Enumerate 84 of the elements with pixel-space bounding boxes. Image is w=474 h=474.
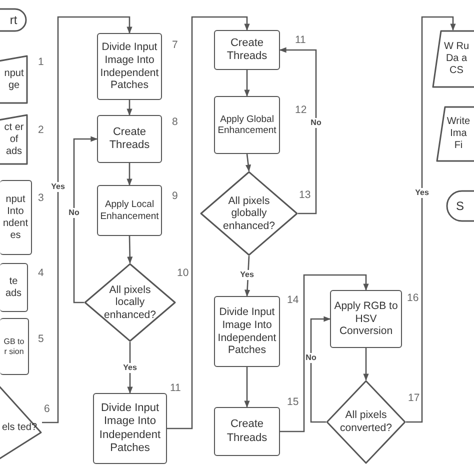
edge-label: Yes: [415, 188, 429, 198]
node-label: All pixels converted?: [339, 409, 393, 435]
step-number: 7: [172, 40, 178, 50]
node-label: els ted?: [2, 422, 38, 434]
node-label: Apply Global Enhancement: [217, 114, 277, 136]
node-label: GB to r sion: [2, 336, 26, 356]
node-label: Divide Input Image Into Independent Patches: [217, 306, 277, 357]
step-number: 4: [38, 268, 44, 278]
flow-arrow: [244, 70, 250, 97]
flow-arrow: [310, 316, 331, 423]
step-number: 14: [287, 295, 299, 306]
process-box: [214, 30, 280, 70]
edge-label: No: [310, 118, 322, 128]
flow-arrow: [280, 274, 369, 432]
process-box: [0, 263, 28, 312]
terminal-box: [446, 190, 474, 222]
step-number: 12: [295, 105, 307, 116]
decision-diamond: [84, 263, 176, 342]
node-label: Create Threads: [226, 418, 268, 445]
process-box: [214, 96, 280, 154]
flow-arrow: [167, 16, 250, 430]
input-output-parallelogram: [432, 30, 474, 88]
step-number: 17: [408, 393, 420, 404]
step-number: 11: [295, 35, 306, 46]
step-number: 9: [172, 191, 178, 202]
node-label: Apply Local Enhancement: [100, 199, 159, 222]
node-label: Create Threads: [226, 36, 268, 64]
flow-arrow: [126, 163, 132, 186]
edge-label: Yes: [240, 270, 254, 280]
node-label: nput Into ndent es: [2, 194, 29, 242]
decision-diamond: [326, 380, 406, 464]
node-label: W Ru Da a CS: [443, 41, 470, 77]
flow-arrow: [73, 136, 98, 304]
flow-arrow: [363, 348, 369, 381]
decision-diamond: [0, 385, 42, 460]
flow-arrow: [406, 16, 456, 423]
node-label: Write Ima Fi: [446, 116, 472, 152]
process-box: [97, 115, 162, 163]
process-box: [330, 290, 402, 348]
input-output-parallelogram: [436, 106, 474, 162]
node-label: Divide Input Image Into Independent Patches: [98, 402, 162, 455]
edge-label: Yes: [123, 363, 137, 373]
process-box: [214, 296, 280, 367]
step-number: 8: [172, 117, 178, 128]
flow-arrow: [244, 367, 250, 408]
process-box: [97, 185, 162, 236]
node-label: Apply RGB to HSV Conversion: [333, 300, 399, 338]
step-number: 3: [38, 193, 44, 204]
flow-arrow: [127, 342, 133, 394]
edge-label: Yes: [51, 182, 65, 192]
input-output-parallelogram: [0, 114, 28, 165]
node-label: rt: [10, 12, 18, 28]
node-label: Create Threads: [108, 126, 151, 152]
step-number: 2: [38, 125, 44, 136]
step-number: 15: [287, 397, 299, 408]
step-number: 10: [177, 268, 189, 278]
step-number: 5: [38, 334, 44, 344]
process-box: [214, 407, 280, 456]
step-number: 13: [299, 190, 311, 200]
step-number: 6: [44, 404, 50, 414]
flow-arrow: [279, 47, 317, 214]
edge-label: No: [68, 208, 80, 218]
node-label: All pixels locally enhanced?: [103, 284, 157, 322]
flow-arrow: [126, 100, 132, 116]
process-box: [0, 180, 32, 255]
flow-arrow: [127, 236, 133, 264]
node-label: S: [456, 198, 464, 214]
flow-arrow: [245, 154, 252, 172]
terminal-box: [0, 8, 27, 32]
process-box: [0, 318, 29, 375]
input-output-parallelogram: [0, 55, 28, 104]
process-box: [97, 33, 162, 100]
node-label: All pixels globally enhanced?: [222, 194, 276, 232]
node-label: Divide Input Image Into Independent Patches: [100, 41, 159, 92]
node-label: nput ge: [3, 68, 25, 92]
node-label: te ads: [4, 276, 23, 300]
flow-arrow: [42, 16, 132, 424]
step-number: 16: [407, 293, 419, 304]
step-number: 11: [170, 383, 181, 394]
process-box: [93, 393, 167, 464]
decision-diamond: [200, 171, 298, 256]
edge-label: No: [306, 353, 316, 363]
node-label: ct er of ads: [3, 122, 25, 158]
step-number: 1: [38, 57, 44, 68]
